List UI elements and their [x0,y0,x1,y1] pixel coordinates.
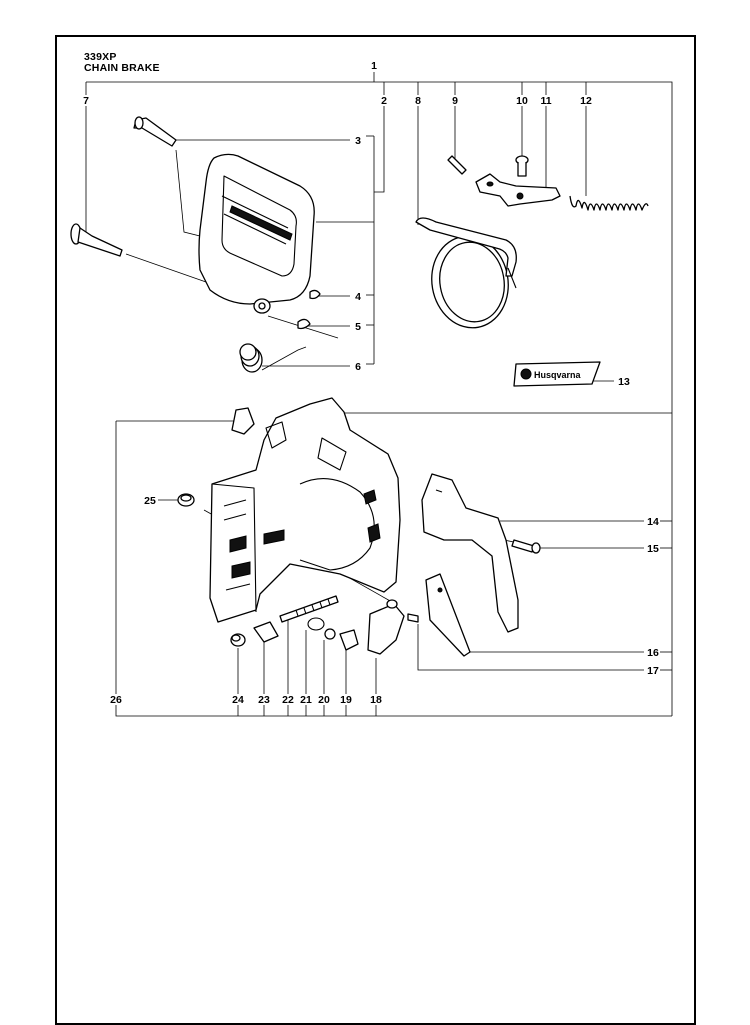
callout-24: 24 [232,694,244,706]
part-19-nut [339,629,359,651]
part-17-screw [407,613,419,623]
callout-13: 13 [618,376,630,388]
part-7-pin [70,223,123,257]
callout-5: 5 [355,321,361,333]
part-26-bushing [231,407,255,435]
callout-6: 6 [355,361,361,373]
leader-lines [85,72,673,717]
callout-20: 20 [318,694,330,706]
callout-25: 25 [144,495,156,507]
callout-19: 19 [340,694,352,706]
part-18-tensioner [367,599,405,655]
part-5-clip [297,318,311,330]
part-20-washer [324,628,336,640]
callout-26: 26 [110,694,122,706]
part-23-knob [253,621,279,643]
brand-logo-text: Husqvarna [534,370,582,380]
part-22-adjuster [279,595,339,623]
callout-3: 3 [355,135,361,147]
callout-22: 22 [282,694,294,706]
callout-2: 2 [381,95,387,107]
callout-18: 18 [370,694,382,706]
part-11-lever [475,173,561,207]
model-title: 339XP [84,51,117,63]
part-14-plate [421,473,519,633]
callout-numbers: 1 2 3 4 5 6 7 8 9 10 11 12 13 14 15 16 1… [83,60,659,706]
callout-12: 12 [580,95,592,107]
part-21-o-ring [307,617,325,631]
callout-11: 11 [540,95,551,107]
part-9-pin [447,155,467,175]
part-24-plug [230,633,246,647]
section-title: CHAIN BRAKE [84,62,160,74]
part-25-grommet [177,493,195,507]
part-3-pin [133,116,177,147]
callout-15: 15 [647,543,659,555]
callout-1: 1 [371,60,377,72]
part-8-brake-band [415,217,517,329]
part-13-decal: Husqvarna [513,361,601,387]
part-16-cover [425,573,471,657]
callout-23: 23 [258,694,270,706]
callout-9: 9 [452,95,458,107]
callout-4: 4 [355,291,361,303]
callout-14: 14 [647,516,659,528]
callout-17: 17 [647,665,659,677]
part-2-hand-guard [198,153,315,314]
callout-21: 21 [300,694,312,706]
part-12-spring [569,195,649,211]
callout-10: 10 [516,95,528,107]
callout-16: 16 [647,647,659,659]
part-10-screw [515,155,529,177]
part-26-housing [209,397,401,623]
callout-7: 7 [83,95,89,107]
part-15-screw [511,539,541,554]
callout-8: 8 [415,95,421,107]
part-6-spring [239,343,263,373]
part-4-clip [309,289,321,300]
